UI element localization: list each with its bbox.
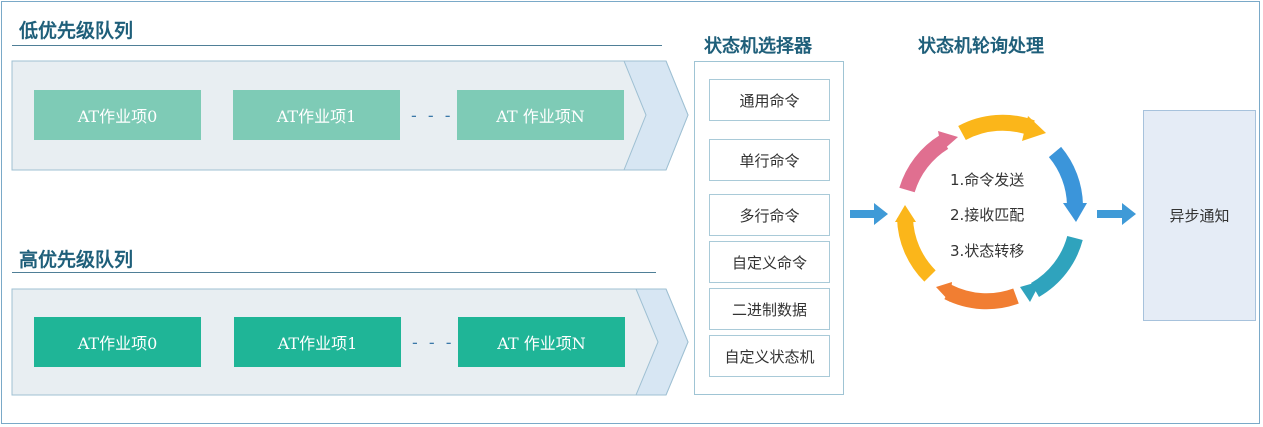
polling-to-notify-arrow xyxy=(1097,203,1136,225)
high-queue-item-0: AT作业项0 xyxy=(34,317,201,367)
cycle-segment-orange xyxy=(944,284,1019,310)
cycle-segment-yellow-left xyxy=(897,217,936,282)
selector-item-binary-data: 二进制数据 xyxy=(709,288,830,330)
high-queue-item-1: AT作业项1 xyxy=(234,317,401,367)
high-queue-item-n: AT 作业项N xyxy=(458,317,625,367)
selector-to-polling-arrow xyxy=(850,203,888,225)
high-queue-ellipsis: - - - - xyxy=(412,333,472,352)
polling-step-2: 2.接收匹配 xyxy=(950,206,1025,224)
selector-title: 状态机选择器 xyxy=(704,36,812,57)
low-queue-item-0: AT作业项0 xyxy=(34,90,201,140)
selector-item-custom-command: 自定义命令 xyxy=(709,241,830,283)
cycle-segment-blue xyxy=(1048,146,1083,206)
cycle-segment-teal xyxy=(1030,235,1083,297)
polling-title: 状态机轮询处理 xyxy=(918,36,1044,57)
cycle-segment-yellow-top xyxy=(958,114,1035,141)
low-queue-item-1: AT作业项1 xyxy=(233,90,400,140)
async-notify-box: 异步通知 xyxy=(1143,110,1256,321)
polling-cycle xyxy=(895,114,1087,310)
low-queue-chevron xyxy=(623,60,689,171)
cycle-arrowhead-yellow-left xyxy=(895,205,916,222)
high-queue-title-underline xyxy=(12,272,656,273)
cycle-arrowhead-blue xyxy=(1063,203,1087,222)
cycle-arrowhead-pink xyxy=(938,131,958,151)
cycle-arrowhead-teal xyxy=(1020,281,1041,302)
selector-item-multi-line-command: 多行命令 xyxy=(709,194,830,236)
state-machine-selector: 通用命令 单行命令 多行命令 自定义命令 二进制数据 自定义状态机 xyxy=(694,61,844,395)
low-queue-item-n: AT 作业项N xyxy=(457,90,624,140)
polling-step-1: 1.命令发送 xyxy=(950,171,1025,189)
low-queue-title-underline xyxy=(12,45,662,46)
high-queue-title: 高优先级队列 xyxy=(19,249,134,271)
cycle-segment-pink xyxy=(899,135,949,193)
low-queue-ellipsis: - - - - xyxy=(411,106,471,125)
selector-item-general-command: 通用命令 xyxy=(709,79,830,121)
selector-item-custom-state-machine: 自定义状态机 xyxy=(709,335,830,377)
low-queue-title: 低优先级队列 xyxy=(19,20,134,42)
cycle-arrowhead-yellow-top xyxy=(1022,116,1046,141)
cycle-arrowhead-orange xyxy=(936,282,952,302)
high-queue-chevron xyxy=(635,288,689,396)
polling-step-3: 3.状态转移 xyxy=(950,242,1025,260)
selector-item-single-line-command: 单行命令 xyxy=(709,139,830,181)
